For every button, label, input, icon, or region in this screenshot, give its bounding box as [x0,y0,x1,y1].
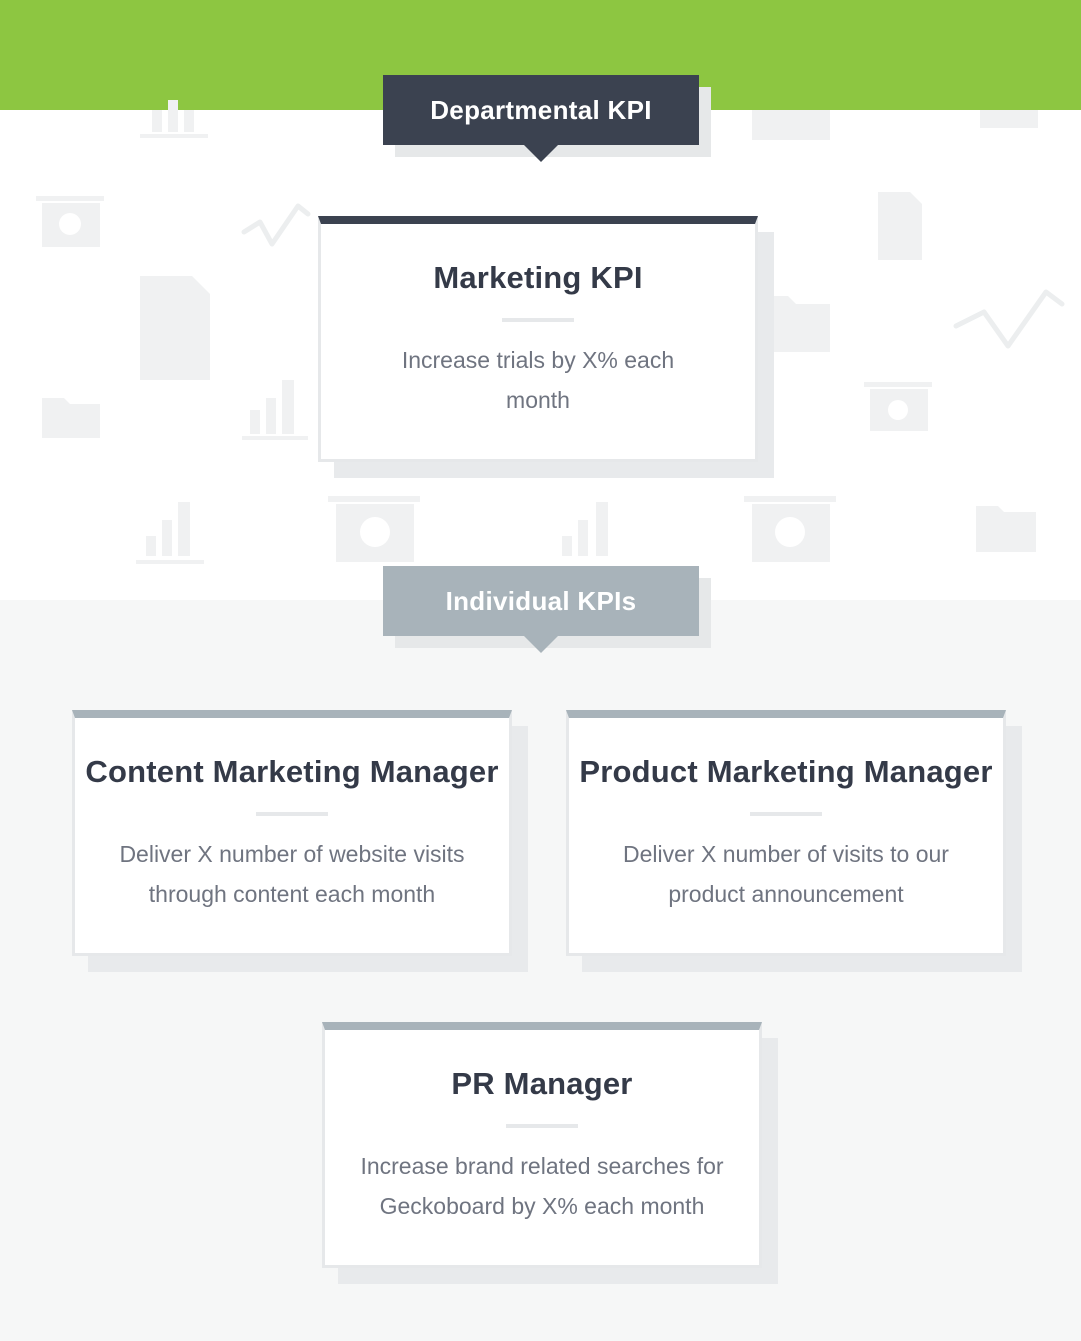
card-title: PR Manager [451,1066,633,1101]
title-divider [256,812,328,816]
individual-kpis-label: Individual KPIs [383,566,699,636]
card-description: Increase brand related searches for Geck… [360,1153,724,1219]
document-icon [140,276,210,380]
background-icon-pattern [36,100,1065,564]
card-description: Deliver X number of visits to our produc… [623,841,949,907]
card-description: Deliver X number of website visits throu… [119,841,465,907]
line-graph-icon [953,289,1065,349]
bar-chart-icon [242,380,308,440]
bar-chart-icon [140,100,208,138]
presentation-board-icon [744,496,836,562]
folder-icon [980,110,1038,128]
card-title: Product Marketing Manager [579,754,993,789]
presentation-board-icon [328,496,420,562]
card-description: Increase trials by X% each month [401,347,675,413]
folder-icon [762,296,830,352]
bar-chart-icon [562,502,608,556]
bar-chart-icon [136,502,204,564]
folder-icon [42,398,100,438]
document-icon [878,192,922,260]
presentation-board-icon [752,110,830,140]
folder-icon [976,506,1036,552]
departmental-kpi-label: Departmental KPI [383,75,699,145]
presentation-board-icon [864,382,932,431]
ribbon-pointer [524,636,558,653]
ribbon-pointer [524,145,558,162]
title-divider [506,1124,578,1128]
presentation-board-icon [36,196,104,247]
line-graph-icon [241,203,311,247]
title-divider [750,812,822,816]
card-title: Marketing KPI [433,260,643,295]
card-title: Content Marketing Manager [85,754,499,789]
title-divider [502,318,574,322]
